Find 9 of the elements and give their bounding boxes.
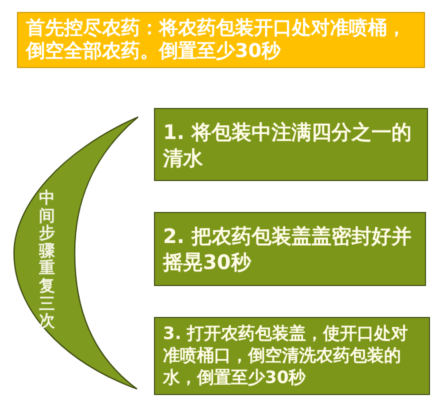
step-text: 1. 将包装中注满四分之一的清水 [163,118,412,170]
step-box [154,317,430,395]
banner-text: 首先控尽农药：将农药包装开口处对准喷桶，倒空全部农药。倒置至少30秒 [26,17,407,63]
step-text: 2. 把农药包装盖盖密封好并摇晃30秒 [163,223,412,275]
step-box [154,108,428,181]
instruction-banner [17,12,425,68]
step-box [154,212,426,286]
step-text: 3. 打开农药包装盖，使开口处对准喷桶口，倒空清洗农药包装的水，倒置至少30秒 [163,322,410,390]
vertical-label: 中间步骤重复三次 [39,189,55,330]
